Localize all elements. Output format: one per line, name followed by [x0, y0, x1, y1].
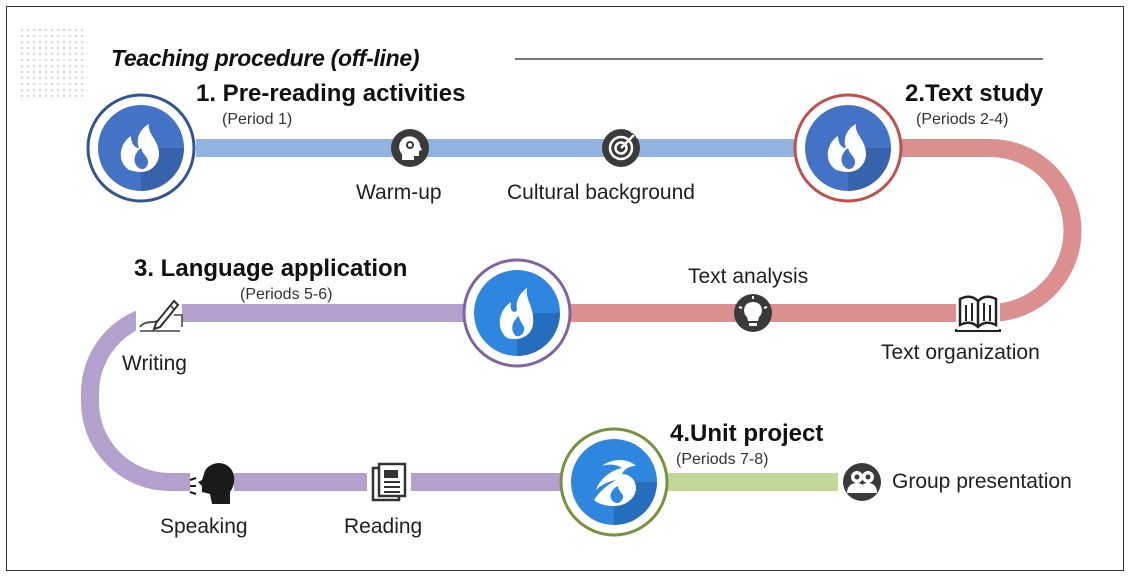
page-title: Teaching procedure (off-line) — [111, 45, 420, 71]
title-rule — [515, 58, 1043, 60]
stage-3-title: 3. Language application — [134, 255, 408, 282]
stage-3-node — [462, 258, 572, 368]
step-label-group-presentation: Group presentation — [892, 470, 1072, 493]
flame-icon — [827, 124, 866, 172]
stage-1-period: (Period 1) — [222, 111, 293, 128]
flame-icon — [120, 124, 159, 172]
newspaper-icon — [367, 462, 411, 506]
step-label-cultural-background: Cultural background — [507, 181, 695, 204]
stage-1-node — [86, 93, 196, 203]
stage-2-node — [793, 93, 903, 203]
stage-2-title: 2.Text study — [905, 80, 1044, 107]
lightbulb-icon — [734, 294, 772, 332]
stage-4-node — [559, 427, 669, 537]
pen-writing-icon — [136, 295, 183, 333]
group-icon — [843, 463, 881, 501]
book-icon — [955, 293, 1001, 332]
head-icon — [391, 129, 429, 167]
flame-icon — [499, 288, 534, 339]
step-label-text-analysis: Text analysis — [688, 265, 809, 288]
flame-icon — [594, 460, 636, 506]
stage-2-period: (Periods 2-4) — [916, 111, 1009, 128]
step-label-speaking: Speaking — [160, 515, 248, 538]
track-stage-1 — [196, 139, 802, 157]
track-stage-3 — [80, 304, 570, 491]
step-label-writing: Writing — [122, 352, 187, 375]
step-label-warm-up: Warm-up — [356, 181, 442, 204]
speaking-head-icon — [189, 462, 235, 504]
stage-3-period: (Periods 5-6) — [240, 286, 333, 303]
stage-4-period: (Periods 7-8) — [676, 451, 769, 468]
step-label-text-organization: Text organization — [881, 341, 1040, 364]
track-stage-2 — [560, 139, 1082, 322]
dot-pattern — [19, 27, 87, 97]
stage-4-title: 4.Unit project — [670, 420, 824, 447]
target-icon — [602, 129, 640, 167]
track-stage-4 — [660, 473, 838, 491]
stage-1-title: 1. Pre-reading activities — [196, 80, 466, 107]
step-label-reading: Reading — [344, 515, 423, 538]
